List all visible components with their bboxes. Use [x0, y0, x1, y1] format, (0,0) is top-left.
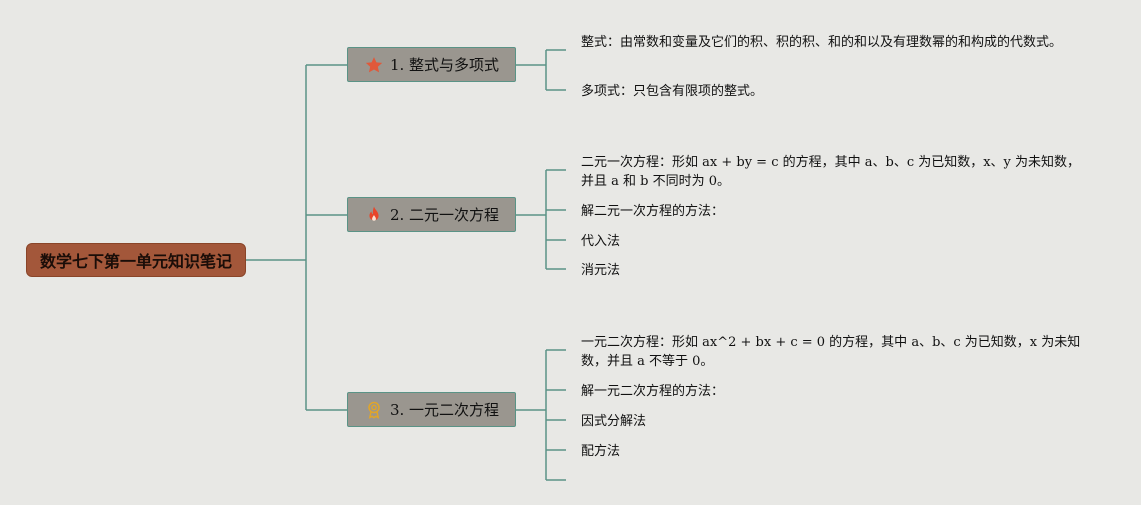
leaf-item[interactable]: 因式分解法 — [581, 414, 647, 429]
leaf-item[interactable]: 解二元一次方程的方法： — [581, 204, 725, 219]
topic-2[interactable]: 2. 二元一次方程 — [347, 197, 516, 232]
topic-1[interactable]: 1. 整式与多项式 — [347, 47, 516, 82]
award-ribbon-icon — [364, 400, 384, 420]
leaf-item[interactable]: 多项式：只包含有限项的整式。 — [581, 84, 764, 99]
star-icon — [364, 55, 384, 75]
fire-icon — [364, 205, 384, 225]
topic-1-label: 1. 整式与多项式 — [389, 56, 500, 74]
leaf-item[interactable]: 解一元二次方程的方法： — [581, 384, 725, 399]
leaf-item[interactable]: 代入法 — [581, 234, 621, 249]
leaf-item[interactable]: 一元二次方程：形如 ax^2 + bx + c = 0 的方程，其中 a、b、c… — [581, 335, 1081, 369]
leaf-item[interactable]: 二元一次方程：形如 ax + by = c 的方程，其中 a、b、c 为已知数，… — [581, 155, 1081, 189]
leaf-item[interactable]: 消元法 — [581, 263, 621, 278]
topic-3[interactable]: 3. 一元二次方程 — [347, 392, 516, 427]
topic-2-label: 2. 二元一次方程 — [389, 206, 500, 224]
leaf-item[interactable]: 整式：由常数和变量及它们的积、积的积、和的和以及有理数幂的和构成的代数式。 — [581, 35, 1063, 50]
root-topic[interactable]: 数学七下第一单元知识笔记 — [26, 243, 246, 277]
topic-3-label: 3. 一元二次方程 — [389, 401, 500, 419]
leaf-item[interactable]: 配方法 — [581, 444, 621, 459]
